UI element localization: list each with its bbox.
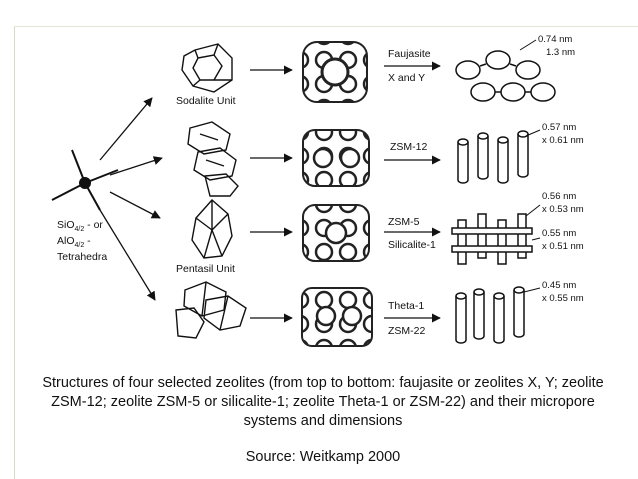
zeolite-name: Faujasite <box>388 48 431 60</box>
zeolite-name-2: ZSM-22 <box>388 325 426 337</box>
sodalite-unit-label: Sodalite Unit <box>176 95 236 107</box>
framework-arrows <box>250 65 293 323</box>
svg-text:0.55 nm: 0.55 nm <box>542 228 576 239</box>
slide-frame-left <box>14 26 15 479</box>
zeolite-name-2: X and Y <box>388 72 425 84</box>
svg-text:x 0.61 nm: x 0.61 nm <box>542 135 584 146</box>
svg-text:Tetrahedra: Tetrahedra <box>57 251 107 263</box>
theta1-pore-system-icon <box>455 286 525 344</box>
zsm12-framework-icon <box>302 129 370 187</box>
row-theta1: Theta-1 ZSM-22 <box>384 300 441 337</box>
pentasil-chain-22-icon <box>175 281 247 339</box>
figure-caption: Structures of four selected zeolites (fr… <box>42 375 604 429</box>
zeolite-diagram: SiO4/2 - or AlO4/2 - Tetrahedra Sodalite… <box>51 34 584 347</box>
svg-text:0.57 nm: 0.57 nm <box>542 122 576 133</box>
sodalite-unit-icon <box>181 43 233 93</box>
svg-text:x 0.53 nm: x 0.53 nm <box>542 204 584 215</box>
svg-text:0.45 nm: 0.45 nm <box>542 280 576 291</box>
faujasite-framework-icon <box>302 41 368 103</box>
zsm5-pore-system-icon <box>451 213 533 265</box>
row-zsm5: ZSM-5 Silicalite-1 <box>384 216 441 251</box>
row-faujasite: Faujasite X and Y <box>384 48 441 84</box>
pentasil-unit-label: Pentasil Unit <box>176 263 235 275</box>
source-citation: Source: Weitkamp 2000 <box>245 449 401 465</box>
dim-theta1: 0.45 nm x 0.55 nm <box>523 280 584 304</box>
dim-zsm5: 0.56 nm x 0.53 nm 0.55 nm x 0.51 nm <box>525 191 584 252</box>
zsm12-pore-system-icon <box>457 130 529 184</box>
svg-text:AlO4/2 -: AlO4/2 - <box>57 235 91 249</box>
slide-frame-top <box>14 26 638 27</box>
tetrahedron-icon <box>51 149 119 211</box>
zeolite-name: ZSM-12 <box>390 141 428 153</box>
dim-zsm12: 0.57 nm x 0.61 nm <box>525 122 584 146</box>
svg-text:0.56 nm: 0.56 nm <box>542 191 576 202</box>
theta1-framework-icon <box>301 287 373 347</box>
svg-text:x 0.51 nm: x 0.51 nm <box>542 241 584 252</box>
zsm5-framework-icon <box>302 204 370 262</box>
svg-text:0.74 nm: 0.74 nm <box>538 34 572 45</box>
svg-text:x 0.55 nm: x 0.55 nm <box>542 293 584 304</box>
fan-arrows <box>99 97 163 301</box>
svg-text:SiO4/2 - or: SiO4/2 - or <box>57 219 103 233</box>
zeolite-name-2: Silicalite-1 <box>388 239 436 251</box>
dim-faujasite: 0.74 nm 1.3 nm <box>519 34 575 58</box>
zeolite-name: ZSM-5 <box>388 216 420 228</box>
row-zsm12: ZSM-12 <box>384 141 441 165</box>
pentasil-unit-icon <box>191 199 233 259</box>
svg-text:1.3 nm: 1.3 nm <box>546 47 575 58</box>
zeolite-name: Theta-1 <box>388 300 424 312</box>
tetrahedra-label: SiO4/2 - or AlO4/2 - Tetrahedra <box>57 219 107 263</box>
faujasite-pore-system-icon <box>455 50 556 102</box>
pentasil-chain-12-icon <box>187 121 239 197</box>
